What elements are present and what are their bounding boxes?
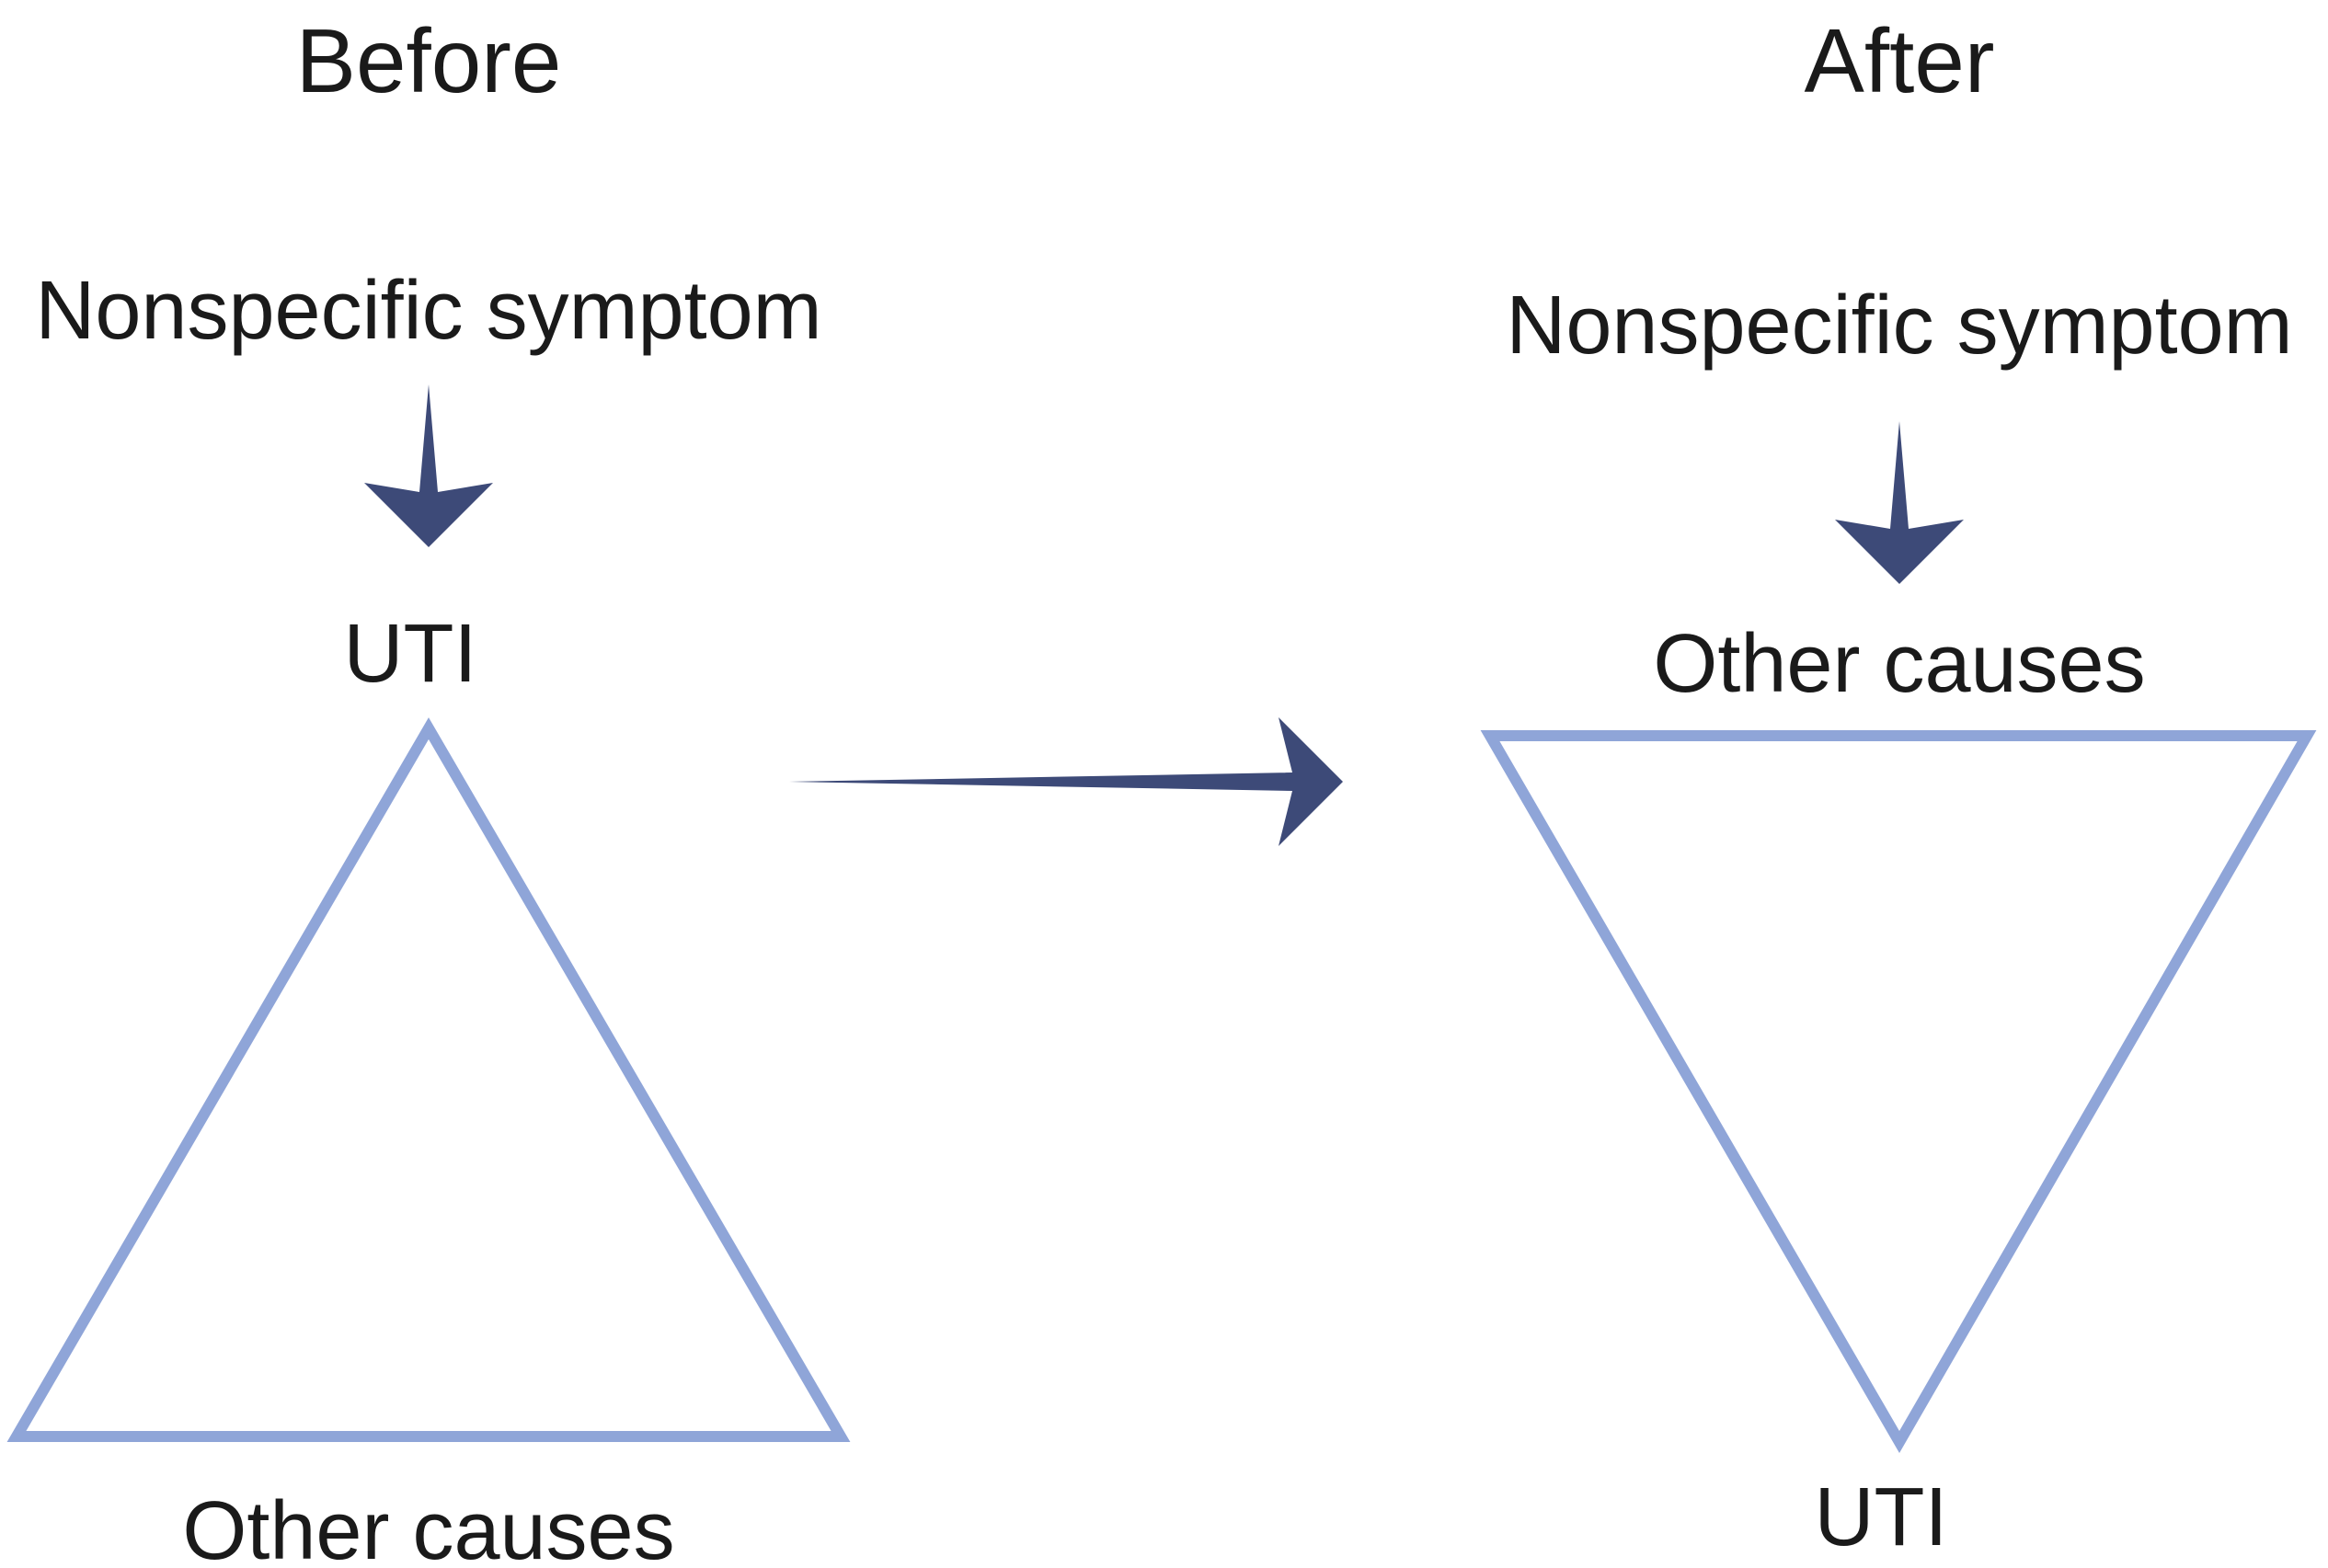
before-bottom-label: Other causes bbox=[182, 1485, 674, 1568]
after-top-label: Other causes bbox=[1653, 618, 2145, 710]
before-heading: Before bbox=[296, 10, 562, 111]
before-down-arrow-icon bbox=[364, 384, 493, 547]
before-panel: Before Nonspecific symptom UTI Other cau… bbox=[6, 10, 851, 1568]
before-top-label: UTI bbox=[344, 608, 477, 700]
after-triangle bbox=[1480, 730, 2317, 1453]
after-down-arrow-icon bbox=[1835, 421, 1964, 584]
before-triangle bbox=[6, 717, 851, 1442]
after-panel: After Nonspecific symptom Other causes U… bbox=[1480, 10, 2317, 1563]
after-symptom-label: Nonspecific symptom bbox=[1506, 280, 2292, 372]
transition-right-arrow-icon bbox=[789, 717, 1343, 846]
after-bottom-label: UTI bbox=[1815, 1471, 1948, 1563]
after-heading: After bbox=[1805, 10, 1995, 111]
before-symptom-label: Nonspecific symptom bbox=[35, 265, 821, 357]
